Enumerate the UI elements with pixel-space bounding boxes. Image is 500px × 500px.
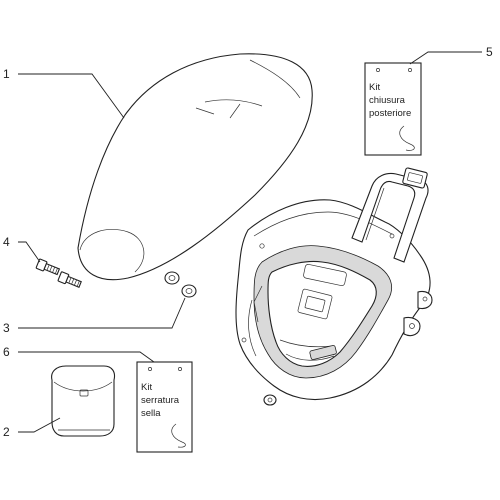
kit-seat-lock-line-2: serratura bbox=[141, 395, 180, 406]
helmet-compartment-part bbox=[235, 199, 433, 406]
callout-numbers: 1 4 3 6 2 5 bbox=[3, 45, 493, 439]
kit-seat-lock-line-1: Kit bbox=[141, 382, 152, 393]
kit-rear-closure-line-3: posteriore bbox=[369, 108, 411, 119]
kit-seat-lock-line-3: sella bbox=[141, 408, 161, 419]
callout-3: 3 bbox=[3, 321, 10, 335]
leader-line-4 bbox=[18, 241, 41, 263]
kit-rear-closure-line-1: Kit bbox=[369, 82, 380, 93]
callout-2: 2 bbox=[3, 425, 10, 439]
callout-4: 4 bbox=[3, 235, 10, 249]
kit-seat-lock-card: Kit serratura sella bbox=[136, 361, 193, 453]
leader-line-1 bbox=[18, 73, 125, 119]
bolt-parts bbox=[35, 258, 82, 288]
callout-5: 5 bbox=[486, 45, 493, 59]
nut-parts bbox=[164, 271, 197, 298]
tool-pouch-part bbox=[51, 365, 116, 437]
callout-6: 6 bbox=[3, 345, 10, 359]
rear-grab-handle-part bbox=[351, 167, 429, 263]
leader-lines bbox=[18, 51, 482, 433]
callout-1: 1 bbox=[3, 67, 10, 81]
kit-rear-closure-card: Kit chiusura posteriore bbox=[364, 62, 422, 156]
kit-rear-closure-line-2: chiusura bbox=[369, 95, 406, 106]
leader-line-5 bbox=[409, 51, 482, 65]
leader-line-3 bbox=[18, 297, 186, 329]
leader-line-6 bbox=[18, 351, 155, 363]
seat-part bbox=[77, 53, 313, 281]
leader-line-2 bbox=[18, 417, 61, 433]
